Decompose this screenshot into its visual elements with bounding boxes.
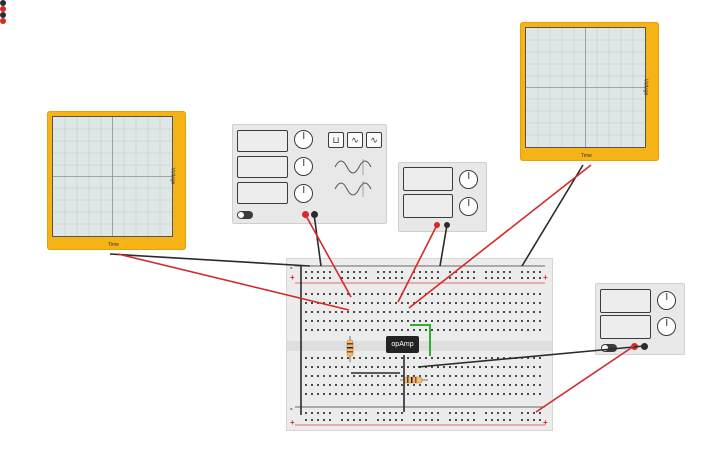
rail-plus-label: + — [543, 418, 548, 427]
scope-left-probe-black[interactable] — [0, 0, 6, 6]
offset-display — [237, 182, 288, 204]
oscilloscope-right[interactable]: Voltage Time — [520, 22, 659, 161]
breadboard-holes — [287, 265, 552, 426]
wire-black-scope-right-ground — [521, 164, 584, 267]
voltage-knob[interactable] — [459, 170, 478, 189]
power-supply-top[interactable] — [398, 162, 487, 232]
current-knob[interactable] — [459, 197, 478, 216]
function-generator-terminal-black[interactable] — [311, 211, 318, 218]
scope-right-probe-red[interactable] — [0, 18, 6, 24]
power-supply-top-terminal-black[interactable] — [444, 222, 450, 228]
y-axis-label: Voltage — [642, 78, 649, 96]
opamp-chip[interactable]: opAmp — [386, 336, 419, 353]
current-knob[interactable] — [657, 317, 676, 336]
oscilloscope-screen — [52, 116, 173, 237]
x-axis-label: Time — [581, 153, 592, 159]
voltage-display — [600, 289, 651, 313]
scope-left-probe-red[interactable] — [0, 6, 6, 12]
oscilloscope-left[interactable]: Voltage Time — [47, 111, 186, 250]
voltage-display — [403, 167, 453, 191]
rail-plus-label: + — [290, 418, 295, 427]
rail-plus-label: + — [543, 273, 548, 282]
power-supply-right-terminal-red[interactable] — [631, 343, 638, 350]
breadboard[interactable]: - + - + + + — [286, 258, 553, 431]
function-generator-terminal-red[interactable] — [302, 211, 309, 218]
power-switch[interactable] — [237, 211, 253, 219]
amplitude-knob[interactable] — [294, 157, 313, 176]
waveform-preview-icon — [334, 159, 372, 197]
rail-minus-label: - — [290, 404, 293, 413]
rail-plus-label: + — [290, 273, 295, 282]
oscilloscope-screen — [525, 27, 646, 148]
current-display — [403, 194, 453, 218]
offset-knob[interactable] — [294, 184, 313, 203]
frequency-knob[interactable] — [294, 130, 313, 149]
scope-right-probe-black[interactable] — [0, 12, 6, 18]
amplitude-display — [237, 156, 288, 178]
triangle-wave-button[interactable]: ∿ — [347, 132, 363, 148]
voltage-knob[interactable] — [657, 291, 676, 310]
power-supply-right[interactable] — [595, 283, 685, 355]
square-wave-button[interactable]: ⊔ — [328, 132, 344, 148]
current-display — [600, 315, 651, 339]
function-generator[interactable]: ⊔ ∿ ∿ — [232, 124, 387, 224]
power-supply-top-terminal-red[interactable] — [434, 222, 440, 228]
oscilloscope-grid — [526, 28, 645, 147]
x-axis-label: Time — [108, 242, 119, 248]
wire-black-scope-left-ground — [109, 253, 311, 267]
oscilloscope-grid — [53, 117, 172, 236]
power-switch[interactable] — [601, 344, 617, 352]
y-axis-label: Voltage — [169, 167, 176, 185]
rail-minus-label: - — [290, 263, 293, 272]
power-supply-right-terminal-black[interactable] — [641, 343, 648, 350]
sine-wave-button[interactable]: ∿ — [366, 132, 382, 148]
frequency-display — [237, 130, 288, 152]
